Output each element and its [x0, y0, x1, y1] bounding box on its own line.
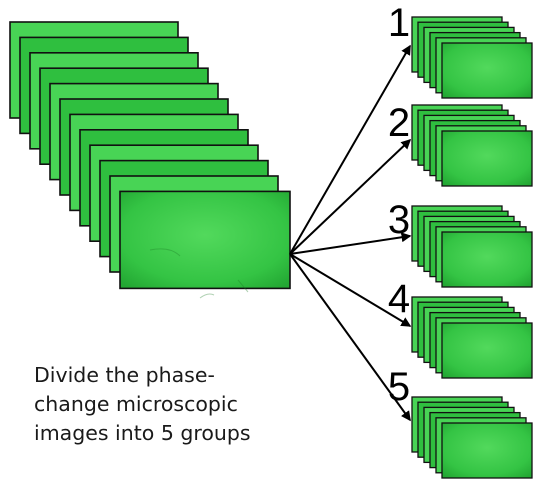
group-front-image: [441, 231, 533, 288]
group-arrow-2: [289, 138, 412, 255]
group-front-image: [441, 322, 533, 379]
front-image-texture: [149, 248, 249, 299]
group-number-4: 4: [387, 277, 411, 321]
group-stack-4: [411, 296, 533, 379]
group-arrow-3: [289, 232, 412, 255]
main-stack-front-image: [119, 190, 291, 290]
group-stack-5: [411, 396, 533, 479]
group-number-1: 1: [387, 1, 411, 45]
caption-line-2: change microscopic: [34, 392, 238, 416]
group-image-stacks: [411, 16, 533, 479]
group-stack-1: [411, 16, 533, 99]
group-stack-3: [411, 205, 533, 288]
group-arrow-5: [289, 253, 411, 422]
caption-line-3: images into 5 groups: [34, 421, 251, 445]
group-arrow-1: [289, 44, 411, 255]
grouping-arrows: [289, 44, 412, 422]
caption-line-1: Divide the phase-: [34, 363, 215, 387]
main-image-stack: [9, 21, 291, 299]
group-stack-2: [411, 104, 533, 187]
group-number-5: 5: [387, 365, 411, 409]
group-front-image: [441, 130, 533, 187]
group-arrow-4: [289, 253, 412, 327]
group-number-2: 2: [387, 101, 411, 145]
group-front-image: [441, 42, 533, 99]
group-front-image: [441, 422, 533, 479]
group-number-3: 3: [387, 198, 411, 242]
caption-text: Divide the phase- change microscopic ima…: [34, 361, 304, 448]
